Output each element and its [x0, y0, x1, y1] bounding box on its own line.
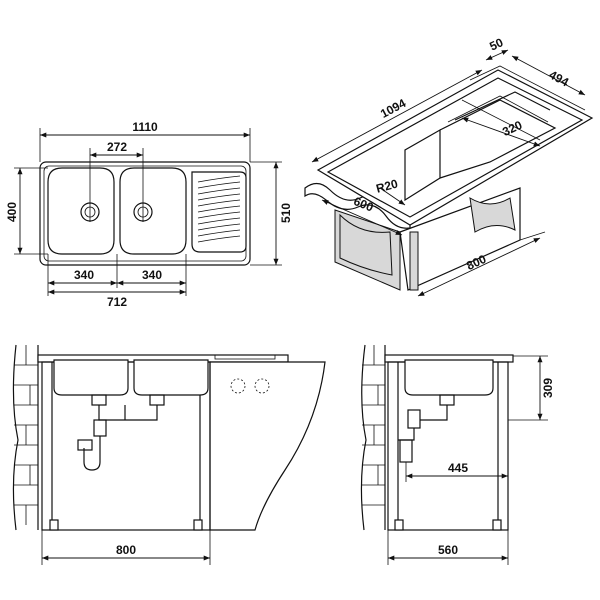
dim-side-height: 309	[541, 378, 555, 398]
dim-radius: R20	[375, 176, 400, 195]
right-bowl	[119, 167, 187, 255]
front-view: 800	[12, 344, 326, 565]
drainer-ribs	[197, 175, 241, 243]
dim-overall-width: 1110	[132, 120, 158, 134]
perspective-view: 50 494 1094 320 R20 600 800	[304, 35, 594, 297]
drainer-board	[191, 171, 247, 253]
sink-rim	[43, 165, 247, 262]
dim-overall-depth: 510	[279, 203, 293, 223]
dim-length: 1094	[378, 96, 408, 121]
dim-drain-offset: 445	[448, 461, 468, 475]
dim-front-cabinet-width: 800	[116, 543, 136, 557]
side-plumbing	[398, 394, 455, 463]
brick-wall-right	[360, 344, 386, 531]
front-bowl-right	[133, 359, 209, 396]
cabinet-cutout	[469, 197, 516, 233]
front-bowl-left	[53, 359, 129, 396]
dim-depth: 400	[5, 202, 19, 222]
dim-bowl-spacing: 272	[107, 140, 127, 154]
dim-side-cabinet-depth: 560	[438, 543, 458, 557]
dim-bowl-right: 340	[142, 268, 162, 282]
top-view: 1110 272 400 510 340 340 712	[5, 120, 293, 309]
dim-bowls-width: 712	[107, 295, 127, 309]
side-bowl	[404, 359, 494, 396]
left-bowl	[47, 167, 115, 255]
dim-bowl-left: 340	[74, 268, 94, 282]
side-view: 309 445 560	[360, 344, 555, 565]
dim-flange: 50	[487, 35, 505, 53]
front-cabinet-side	[209, 361, 326, 531]
brick-wall-left	[12, 344, 39, 531]
sink-outline	[39, 161, 251, 266]
front-plumbing	[77, 394, 165, 471]
